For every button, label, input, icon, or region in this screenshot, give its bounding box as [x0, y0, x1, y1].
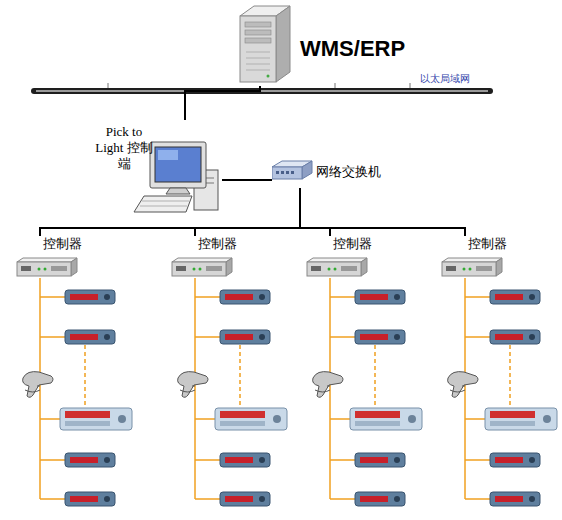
- ethernet-bus: [34, 88, 490, 94]
- system-name: WMS/ERP: [300, 36, 425, 62]
- switch-node: 网络交换机: [272, 158, 402, 188]
- switch-icon: [272, 158, 314, 188]
- network-cable: [222, 179, 272, 181]
- device-column: [178, 278, 287, 506]
- controller-label: 控制器: [198, 236, 258, 252]
- server-node: WMS/ERP: [228, 2, 428, 86]
- controller-label: 控制器: [43, 236, 103, 252]
- device-column: [448, 278, 557, 506]
- controller-label: 控制器: [468, 236, 528, 252]
- network-cable: [185, 86, 260, 120]
- network-cable: [300, 188, 465, 236]
- controller-node: 控制器: [440, 236, 530, 280]
- switch-label: 网络交换机: [316, 164, 402, 180]
- controller-node: 控制器: [15, 236, 105, 280]
- controller-label: 控制器: [333, 236, 393, 252]
- server-icon: [228, 2, 298, 86]
- ethernet-bus-highlight: [36, 90, 488, 92]
- network-cable: [40, 188, 300, 236]
- device-column: [313, 278, 422, 506]
- controller-node: 控制器: [305, 236, 395, 280]
- pc-node: Pick to Light 控制端: [92, 120, 222, 220]
- network-label: 以太局域网: [420, 72, 470, 86]
- device-column: [23, 278, 132, 506]
- pc-label: Pick to Light 控制端: [92, 124, 156, 172]
- controller-node: 控制器: [170, 236, 260, 280]
